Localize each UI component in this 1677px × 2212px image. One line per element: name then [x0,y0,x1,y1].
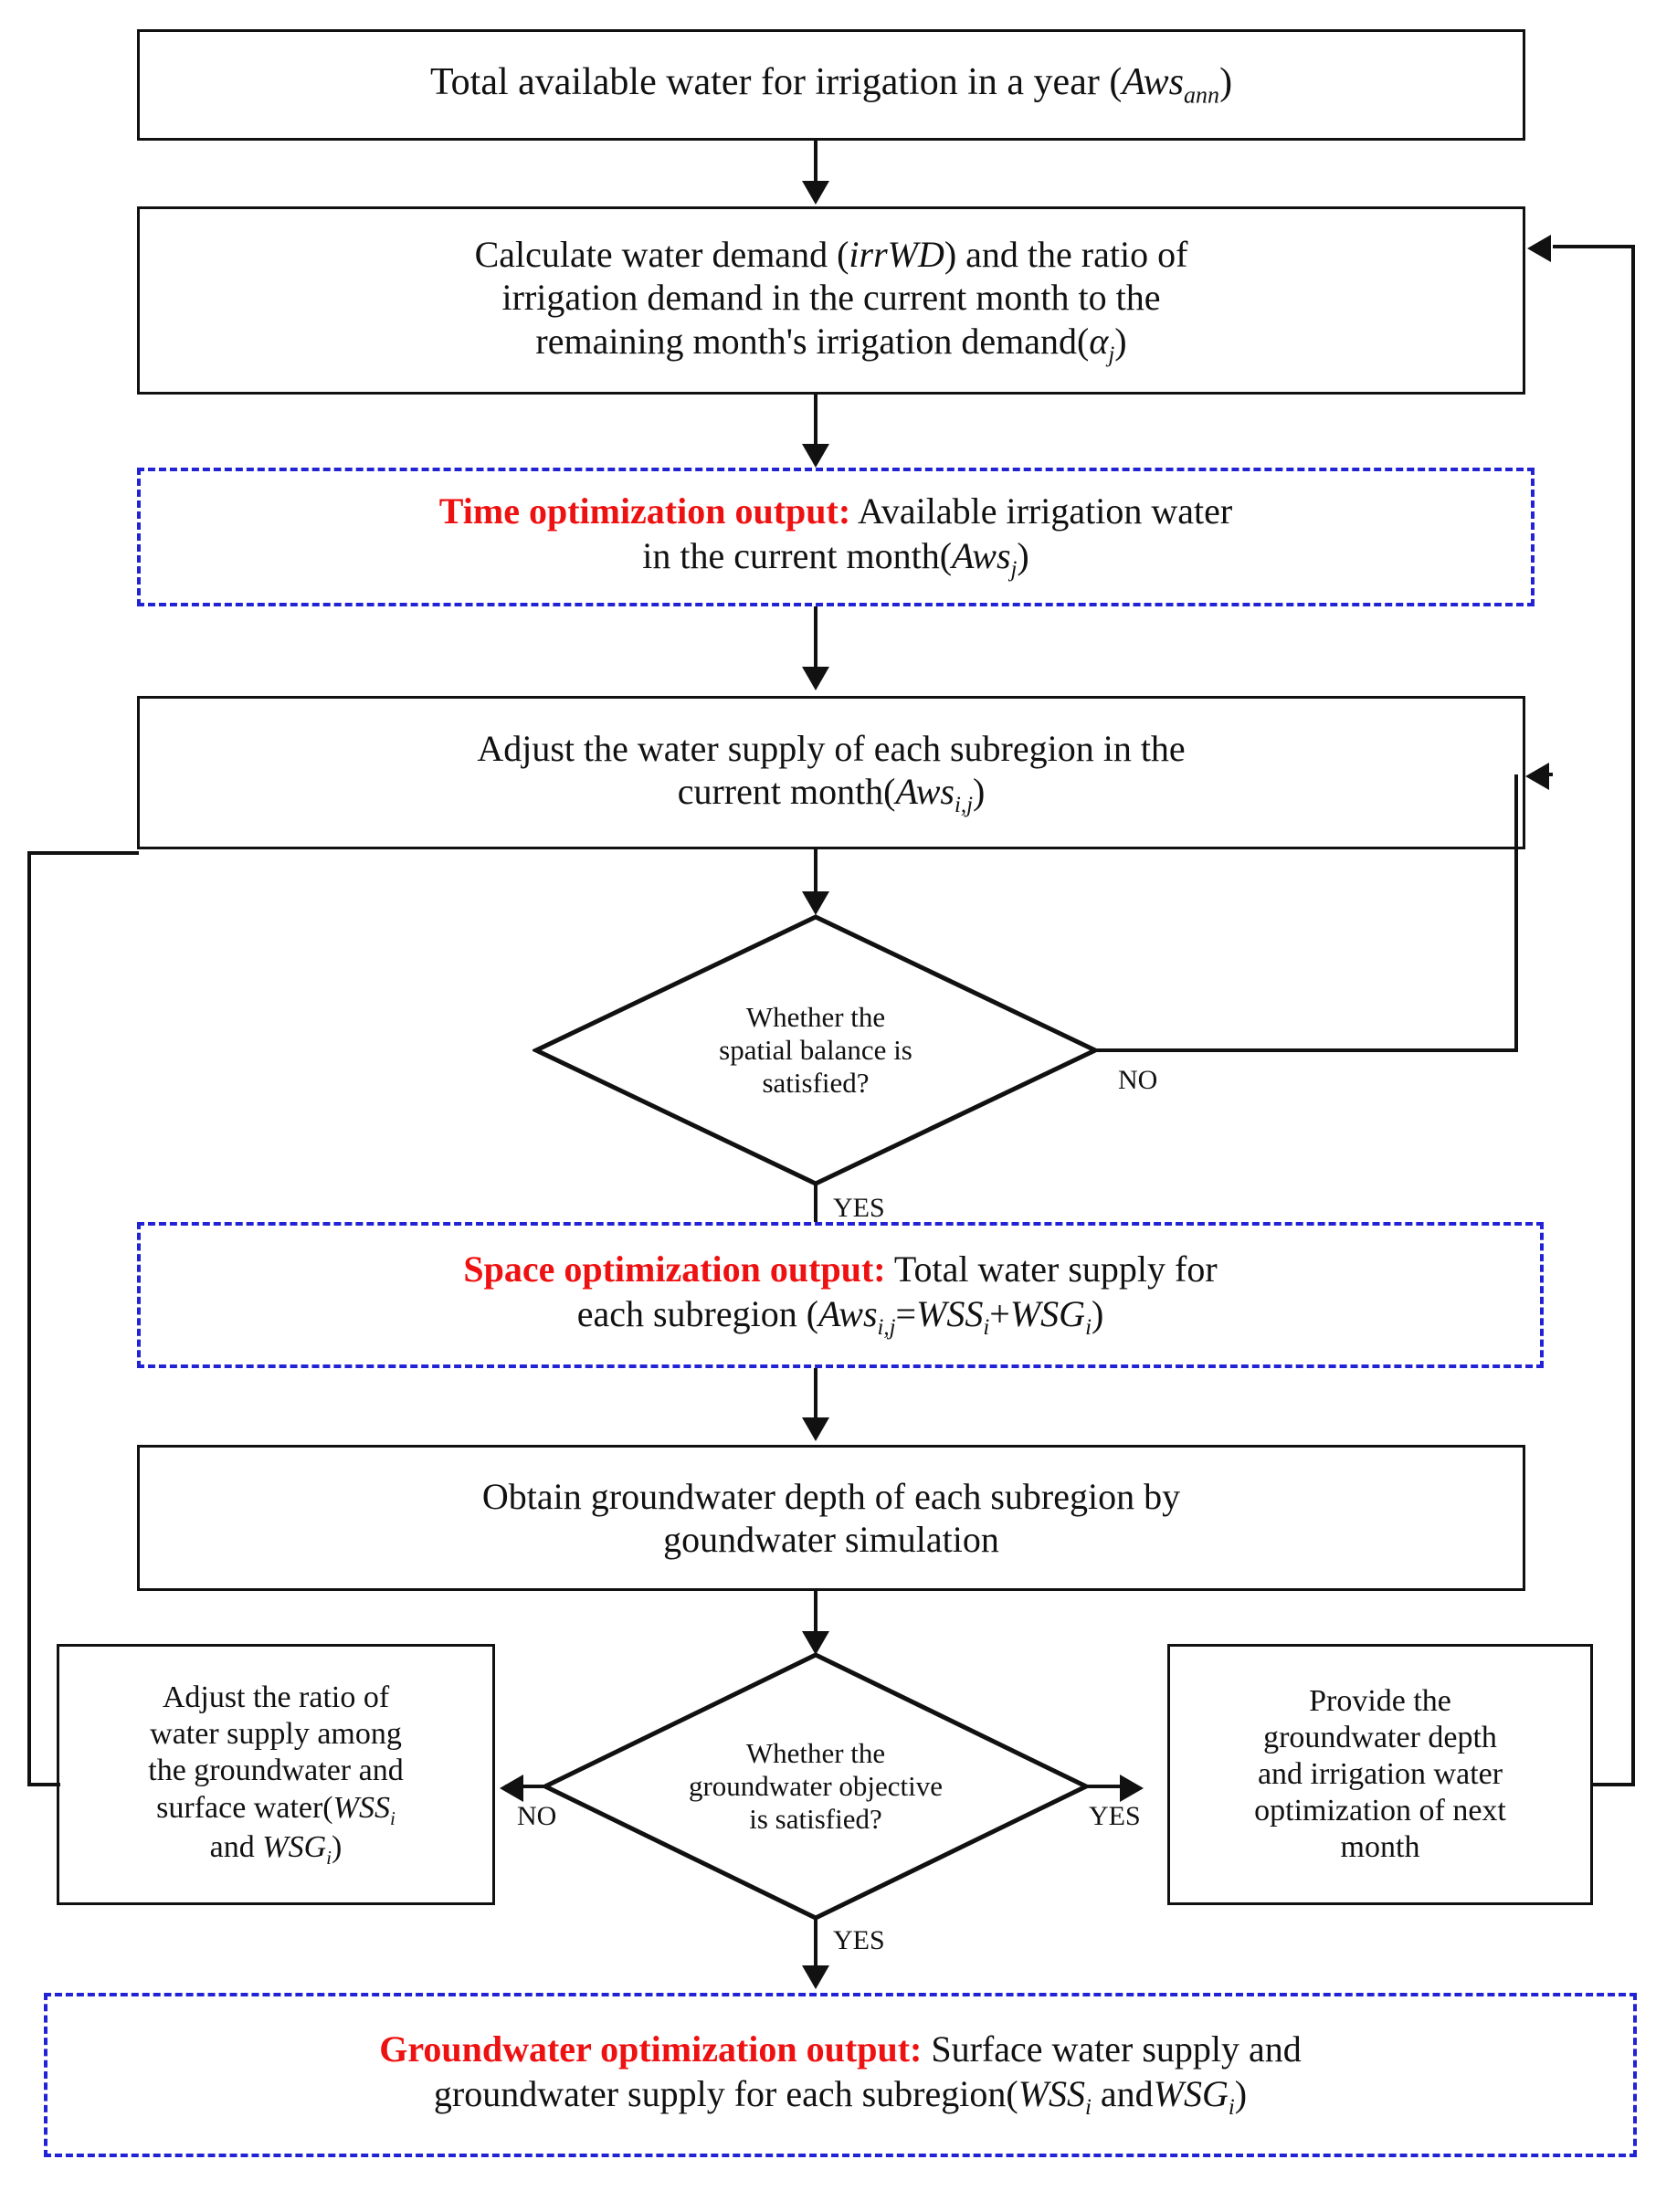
node-adjust-ratio-water-supply-text: Adjust the ratio of water supply among t… [148,1680,404,1869]
edge-n2-n3-arrowhead [802,444,829,468]
output-space-optimization-text: Space optimization output: Total water s… [463,1248,1218,1341]
output-time-optimization-text: Time optimization output: Available irri… [438,490,1233,583]
edge-n1-n2-arrowhead [802,181,829,205]
edge-n8-loop-arrowhead [1527,235,1551,262]
output-time-optimization-label: Time optimization output: [438,490,851,532]
edge-label-d2-yes: YES [1089,1801,1141,1831]
output-time-optimization: Time optimization output: Available irri… [137,468,1535,606]
node-adjust-ratio-water-supply: Adjust the ratio of water supply among t… [57,1644,495,1905]
edge-d2-no-line [505,1785,547,1788]
edge-n8-loop-v [1631,245,1635,1786]
edge-n5-n6-arrowhead [802,1417,829,1441]
edge-n3-n4-line [814,606,817,672]
output-groundwater-optimization: Groundwater optimization output: Surface… [44,1993,1637,2157]
output-space-optimization: Space optimization output: Total water s… [137,1222,1544,1368]
edge-n6-d2-line [814,1591,817,1635]
edge-d1-no-hin [1549,773,1553,776]
edge-n2-n3-line [814,395,817,448]
edge-d2-down-arrowhead [802,1965,829,1989]
edge-n8-loop-h-top [1553,245,1635,248]
edge-n7-loop-h-bottom [29,1783,60,1786]
output-space-optimization-label: Space optimization output: [463,1248,886,1290]
edge-d2-yes-line [1083,1785,1123,1788]
edge-d2-yes-arrowhead [1120,1775,1144,1802]
edge-n3-n4-arrowhead [802,667,829,690]
node-adjust-water-supply-subregion-text: Adjust the water supply of each subregio… [477,727,1186,817]
decision-groundwater-objective-shape [542,1652,1090,1921]
edge-n7-loop-v [27,851,31,1786]
edge-d1-yes-line [814,1184,817,1237]
edge-n6-d2-arrowhead [802,1631,829,1655]
edge-label-d1-yes: YES [833,1193,885,1223]
edge-d2-down-line [814,1918,817,1971]
node-calculate-water-demand-text: Calculate water demand (irrWD) and the r… [474,234,1188,367]
node-provide-groundwater-depth: Provide the groundwater depth and irriga… [1167,1644,1593,1905]
node-total-available-water: Total available water for irrigation in … [137,29,1525,141]
edge-d1-no-arrowhead [1525,763,1549,790]
edge-n5-n6-line [814,1368,817,1425]
edge-d1-no-v [1514,774,1518,1052]
edge-d1-no-h [1095,1048,1518,1052]
edge-d2-no-arrowhead [500,1775,523,1802]
edge-label-d2-down-yes: YES [833,1925,885,1955]
node-provide-groundwater-depth-text: Provide the groundwater depth and irriga… [1254,1683,1506,1865]
output-groundwater-optimization-label: Groundwater optimization output: [379,2028,923,2070]
node-obtain-groundwater-depth: Obtain groundwater depth of each subregi… [137,1445,1525,1591]
edge-label-d2-no: NO [517,1801,557,1831]
edge-n8-loop-h-bottom [1593,1783,1635,1786]
decision-spatial-balance-shape [533,914,1099,1186]
edge-n4-d1-arrowhead [802,891,829,915]
edge-n7-loop-h-top [27,851,139,855]
edge-label-d1-no: NO [1118,1065,1158,1095]
node-calculate-water-demand: Calculate water demand (irrWD) and the r… [137,206,1525,395]
node-obtain-groundwater-depth-text: Obtain groundwater depth of each subregi… [481,1475,1181,1560]
node-adjust-water-supply-subregion: Adjust the water supply of each subregio… [137,696,1525,849]
node-total-available-water-text: Total available water for irrigation in … [429,60,1233,109]
output-groundwater-optimization-text: Groundwater optimization output: Surface… [379,2028,1302,2121]
edge-n4-d1-line [814,849,817,895]
edge-n1-n2-line [814,141,817,183]
